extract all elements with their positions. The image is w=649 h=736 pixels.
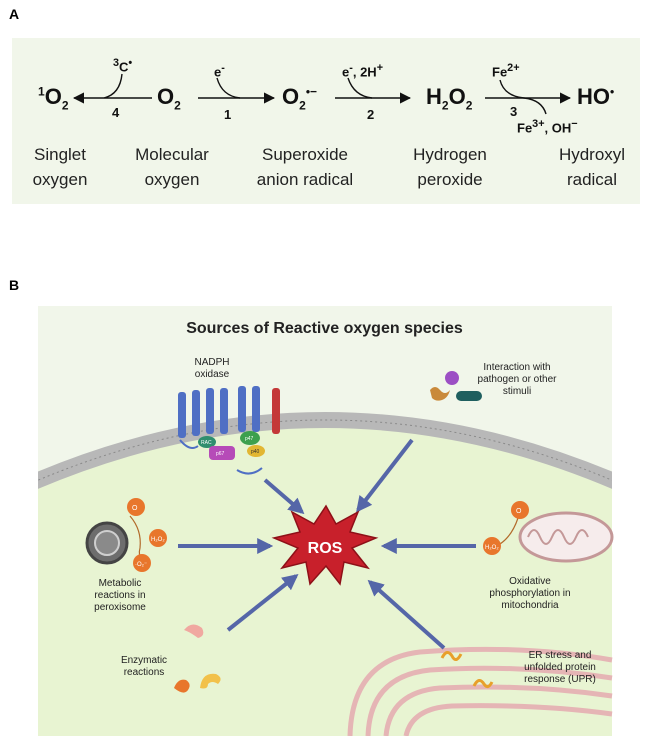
h2o2-peroxisome-label: H₂O₂ (151, 537, 165, 543)
species-superoxide-formula: O2•− (282, 84, 318, 113)
name-line: Hydrogen (413, 145, 487, 164)
number-reaction-3: 3 (510, 104, 518, 119)
h2o2-mitochondria-label: H₂O₂ (485, 545, 499, 551)
o2-mitochondria-label: O (516, 508, 522, 515)
reagent-reaction-2: e-, 2H+ (342, 62, 384, 80)
number-reaction-4: 4 (112, 105, 120, 120)
p40-subunit-label: p40 (251, 449, 260, 455)
cell-membrane (38, 412, 612, 489)
ros-label: ROS (308, 540, 343, 557)
name-line: peroxide (417, 170, 483, 189)
product-reaction-3: Fe3+, OH− (517, 118, 578, 136)
p47-subunit-label: p47 (245, 436, 254, 442)
reagent-reaction-4: 3C• (113, 57, 133, 75)
name-line: anion radical (256, 170, 354, 189)
name-line: Singlet (34, 145, 86, 164)
species-peroxide-name: Hydrogen peroxide (400, 142, 500, 192)
ros-source-arrows (178, 438, 476, 650)
reagent-reaction-3: Fe2+ (492, 62, 520, 80)
curve-reaction-3 (499, 79, 547, 115)
ros-starburst (271, 504, 379, 586)
name-line: Molecular (135, 145, 209, 164)
reaction-scheme-panel: 1O2 O2 O2•− H2O2 HO• 3C• 4 e- 1 e-, 2H+ … (12, 38, 640, 204)
species-hydroxyl-formula: HO• (577, 84, 615, 109)
nadph-oxidase-complex (178, 386, 280, 475)
ros-sources-illustration: RAC p67 p47 p40 (38, 306, 614, 736)
enzyme-icon-orange (174, 679, 190, 693)
species-singlet-formula: 1O2 (38, 84, 69, 113)
diagram-title: Sources of Reactive oxygen species (186, 320, 463, 337)
mitochondria-molecules (483, 501, 529, 555)
unfolded-protein-icon (440, 651, 494, 689)
pathogen-bacterium-icon (456, 391, 482, 401)
name-line: radical (566, 170, 618, 189)
species-singlet-name: Singlet oxygen (16, 142, 104, 192)
reagent-reaction-1: e- (214, 62, 225, 80)
species-peroxide-formula: H2O2 (426, 84, 473, 113)
number-reaction-1: 1 (224, 107, 232, 122)
p67-subunit-label: p67 (216, 451, 225, 457)
panel-a-letter: A (9, 6, 20, 22)
pathogen-particle-icon (445, 371, 459, 385)
peroxisome-molecules (127, 498, 167, 572)
cell-cytoplasm (38, 427, 612, 736)
curve-reaction-4 (103, 73, 123, 99)
rac-subunit-label: RAC (201, 440, 212, 446)
endoplasmic-reticulum (347, 646, 613, 736)
name-line: oxygen (144, 170, 200, 189)
mitochondrion-organelle (518, 511, 614, 563)
species-molecular-formula: O2 (157, 84, 181, 113)
reaction-arrows (72, 73, 572, 115)
superoxide-peroxisome-label: ·O₂⁻ (135, 562, 147, 568)
name-line: oxygen (32, 170, 88, 189)
species-molecular-name: Molecular oxygen (122, 142, 222, 192)
ros-sources-panel: RAC p67 p47 p40 (0, 300, 649, 736)
curve-reaction-2 (347, 77, 373, 99)
mitochondrion-cristae (527, 529, 589, 545)
species-hydroxyl-name: Hydroxyl radical (548, 142, 636, 192)
panel-b-letter: B (9, 277, 20, 293)
number-reaction-2: 2 (367, 107, 375, 122)
enzyme-icon-pink (184, 624, 204, 638)
name-line: Superoxide (261, 145, 348, 164)
species-superoxide-name: Superoxide anion radical (246, 142, 364, 192)
name-line: Hydroxyl (558, 145, 626, 164)
curve-reaction-1 (216, 77, 241, 99)
o2-peroxisome-label: O (132, 505, 138, 512)
pathogen-worm-icon (430, 387, 450, 401)
enzyme-icon-yellow (200, 673, 221, 689)
mitochondria-flow-arrow (499, 517, 519, 545)
